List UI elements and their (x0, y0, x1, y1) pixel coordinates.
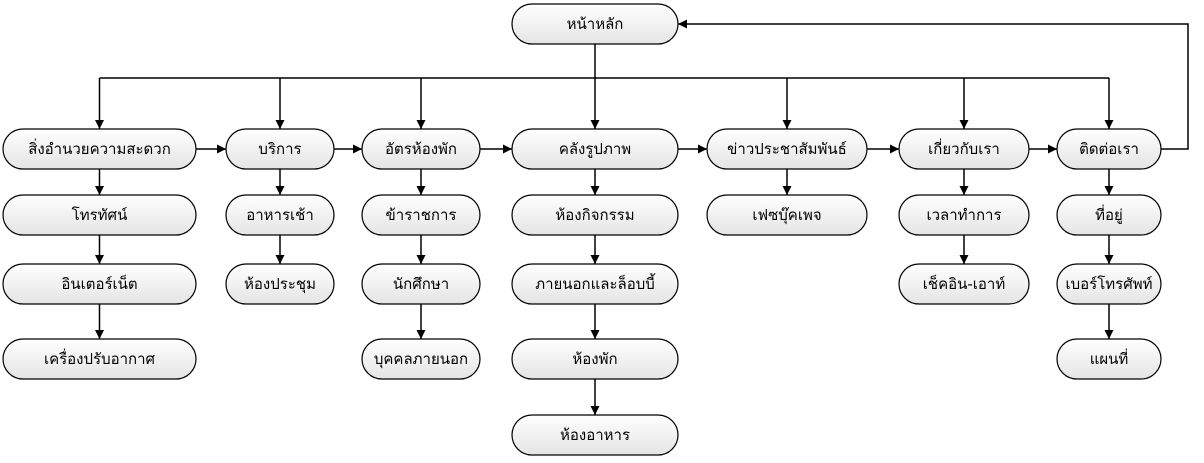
node-contact-child-2: แผนที่ (1056, 338, 1162, 380)
node-facilities-child-1: อินเตอร์เน็ต (2, 263, 197, 305)
node-services-child-0: อาหารเช้า (225, 194, 335, 236)
node-section-services-label: บริการ (258, 140, 301, 158)
node-facilities-child-2-shape (2, 338, 197, 380)
node-contact-child-2-label: แผนที่ (1090, 348, 1129, 368)
node-facilities-child-0-label: โทรทัศน์ (72, 206, 128, 224)
connectors (95, 19, 1189, 415)
node-about-child-1-shape (898, 263, 1030, 305)
node-gallery-child-2: ห้องพัก (511, 338, 679, 380)
node-section-gallery: คลังรูปภาพ (511, 128, 679, 170)
node-gallery-child-1-shape (511, 263, 679, 305)
node-gallery-child-3-shape (511, 414, 679, 456)
node-gallery-child-2-label: ห้องพัก (572, 350, 617, 368)
node-section-contact-shape (1056, 128, 1162, 170)
node-contact-child-2-shape (1056, 338, 1162, 380)
node-contact-child-1-shape (1056, 263, 1162, 305)
node-home-label: หน้าหลัก (567, 15, 624, 33)
connector-return-to-home (678, 19, 1189, 150)
node-section-gallery-label: คลังรูปภาพ (559, 140, 631, 158)
node-about-child-0: เวลาทำการ (898, 194, 1030, 236)
node-news-child-0-shape (706, 194, 868, 236)
node-facilities-child-2: เครื่องปรับอากาศ (2, 338, 197, 380)
node-facilities-child-0: โทรทัศน์ (2, 194, 197, 236)
node-contact-child-1-label: เบอร์โทรศัพท์ (1065, 275, 1152, 293)
node-facilities-child-1-shape (2, 263, 197, 305)
node-gallery-child-0-label: ห้องกิจกรรม (555, 206, 634, 224)
node-home: หน้าหลัก (511, 3, 679, 45)
node-rates-child-1: นักศึกษา (361, 263, 481, 305)
node-section-rates-shape (361, 128, 481, 170)
node-section-contact: ติดต่อเรา (1056, 128, 1162, 170)
node-contact-child-1: เบอร์โทรศัพท์ (1056, 263, 1162, 305)
node-news-child-0: เฟซบุ๊คเพจ (706, 194, 868, 236)
node-rates-child-0-label: ข้าราชการ (386, 206, 457, 224)
node-section-services: บริการ (225, 128, 335, 170)
node-rates-child-2-shape (361, 338, 481, 380)
node-about-child-0-label: เวลาทำการ (926, 206, 1001, 224)
node-news-child-0-label: เฟซบุ๊คเพจ (752, 206, 821, 225)
node-section-about-label: เกี่ยวกับเรา (928, 138, 1000, 158)
node-gallery-child-3-label: ห้องอาหาร (560, 426, 630, 444)
node-section-news-label: ข่าวประชาสัมพันธ์ (727, 140, 847, 158)
node-rates-child-2: บุคคลภายนอก (361, 338, 481, 380)
node-section-gallery-shape (511, 128, 679, 170)
node-facilities-child-1-label: อินเตอร์เน็ต (61, 274, 137, 293)
node-services-child-1-shape (225, 263, 335, 305)
node-services-child-1: ห้องประชุม (225, 263, 335, 305)
node-section-facilities-shape (2, 128, 197, 170)
node-gallery-child-0-shape (511, 194, 679, 236)
node-section-about: เกี่ยวกับเรา (898, 128, 1030, 170)
node-gallery-child-1: ภายนอกและล็อบบี้ (511, 263, 679, 305)
node-services-child-1-label: ห้องประชุม (244, 275, 316, 294)
nodes: หน้าหลักสิ่งอำนวยความสะดวกโทรทัศน์อินเตอ… (2, 3, 1162, 456)
node-section-contact-label: ติดต่อเรา (1079, 140, 1139, 158)
node-about-child-1-label: เช็คอิน-เอาท์ (923, 274, 1005, 293)
node-about-child-1: เช็คอิน-เอาท์ (898, 263, 1030, 305)
node-section-facilities: สิ่งอำนวยความสะดวก (2, 128, 197, 170)
node-section-facilities-label: สิ่งอำนวยความสะดวก (28, 138, 171, 158)
node-section-news-shape (706, 128, 868, 170)
node-rates-child-0-shape (361, 194, 481, 236)
node-home-shape (511, 3, 679, 45)
node-contact-child-0-label: ที่อยู่ (1095, 204, 1123, 224)
node-gallery-child-3: ห้องอาหาร (511, 414, 679, 456)
node-services-child-0-shape (225, 194, 335, 236)
node-contact-child-0: ที่อยู่ (1056, 194, 1162, 236)
node-section-rates-label: อัตรห้องพัก (385, 140, 457, 158)
node-section-services-shape (225, 128, 335, 170)
node-rates-child-1-label: นักศึกษา (393, 275, 449, 293)
node-contact-child-0-shape (1056, 194, 1162, 236)
node-section-rates: อัตรห้องพัก (361, 128, 481, 170)
node-rates-child-1-shape (361, 263, 481, 305)
node-rates-child-2-label: บุคคลภายนอก (374, 350, 468, 369)
node-facilities-child-2-label: เครื่องปรับอากาศ (44, 348, 156, 368)
node-section-about-shape (898, 128, 1030, 170)
node-gallery-child-0: ห้องกิจกรรม (511, 194, 679, 236)
node-section-news: ข่าวประชาสัมพันธ์ (706, 128, 868, 170)
node-services-child-0-label: อาหารเช้า (246, 206, 314, 224)
node-gallery-child-2-shape (511, 338, 679, 380)
node-rates-child-0: ข้าราชการ (361, 194, 481, 236)
node-about-child-0-shape (898, 194, 1030, 236)
node-facilities-child-0-shape (2, 194, 197, 236)
node-gallery-child-1-label: ภายนอกและล็อบบี้ (535, 273, 656, 293)
